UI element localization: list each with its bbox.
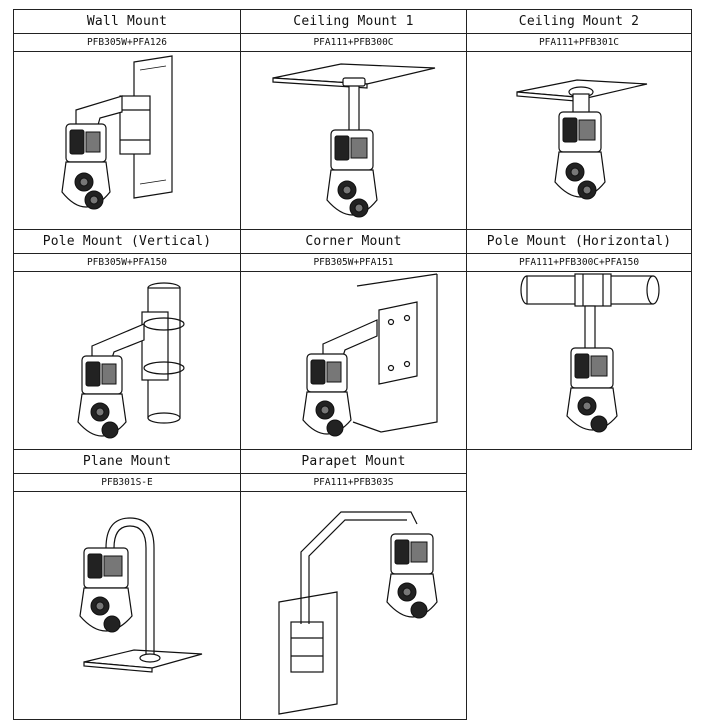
- mount-model: PFA111+PFB303S: [241, 474, 466, 492]
- wall-mount-illustration: [14, 52, 240, 229]
- mount-title: Pole Mount (Horizontal): [467, 230, 691, 254]
- mount-title: Ceiling Mount 2: [467, 10, 691, 34]
- mount-cell-corner: Corner Mount PFB305W+PFA151: [240, 229, 467, 450]
- mount-model: PFA111+PFB301C: [467, 34, 691, 52]
- mount-cell-plane: Plane Mount PFB301S-E: [13, 449, 241, 720]
- mount-title: Parapet Mount: [241, 450, 466, 474]
- mount-model: PFA111+PFB300C+PFA150: [467, 254, 691, 272]
- mount-model: PFB305W+PFA126: [14, 34, 240, 52]
- mount-model: PFB305W+PFA151: [241, 254, 466, 272]
- pole-horizontal-illustration: [467, 272, 691, 449]
- mount-cell-pole-vertical: Pole Mount (Vertical) PFB305W+PFA150: [13, 229, 241, 450]
- mount-title: Corner Mount: [241, 230, 466, 254]
- mount-cell-pole-horizontal: Pole Mount (Horizontal) PFA111+PFB300C+P…: [466, 229, 692, 450]
- mount-title: Ceiling Mount 1: [241, 10, 466, 34]
- pole-vertical-illustration: [14, 272, 240, 449]
- corner-mount-illustration: [241, 272, 466, 449]
- parapet-mount-illustration: [241, 492, 466, 719]
- ceiling-mount-1-illustration: [241, 52, 466, 229]
- mount-cell-parapet: Parapet Mount PFA111+PFB303S: [240, 449, 467, 720]
- ceiling-mount-2-illustration: [467, 52, 691, 229]
- mount-model: PFB301S-E: [14, 474, 240, 492]
- mount-model: PFA111+PFB300C: [241, 34, 466, 52]
- mount-title: Pole Mount (Vertical): [14, 230, 240, 254]
- plane-mount-illustration: [14, 492, 240, 719]
- mount-cell-ceiling-2: Ceiling Mount 2 PFA111+PFB301C: [466, 9, 692, 230]
- mount-cell-wall: Wall Mount PFB305W+PFA126: [13, 9, 241, 230]
- mount-cell-ceiling-1: Ceiling Mount 1 PFA111+PFB300C: [240, 9, 467, 230]
- mount-title: Wall Mount: [14, 10, 240, 34]
- mount-model: PFB305W+PFA150: [14, 254, 240, 272]
- mount-title: Plane Mount: [14, 450, 240, 474]
